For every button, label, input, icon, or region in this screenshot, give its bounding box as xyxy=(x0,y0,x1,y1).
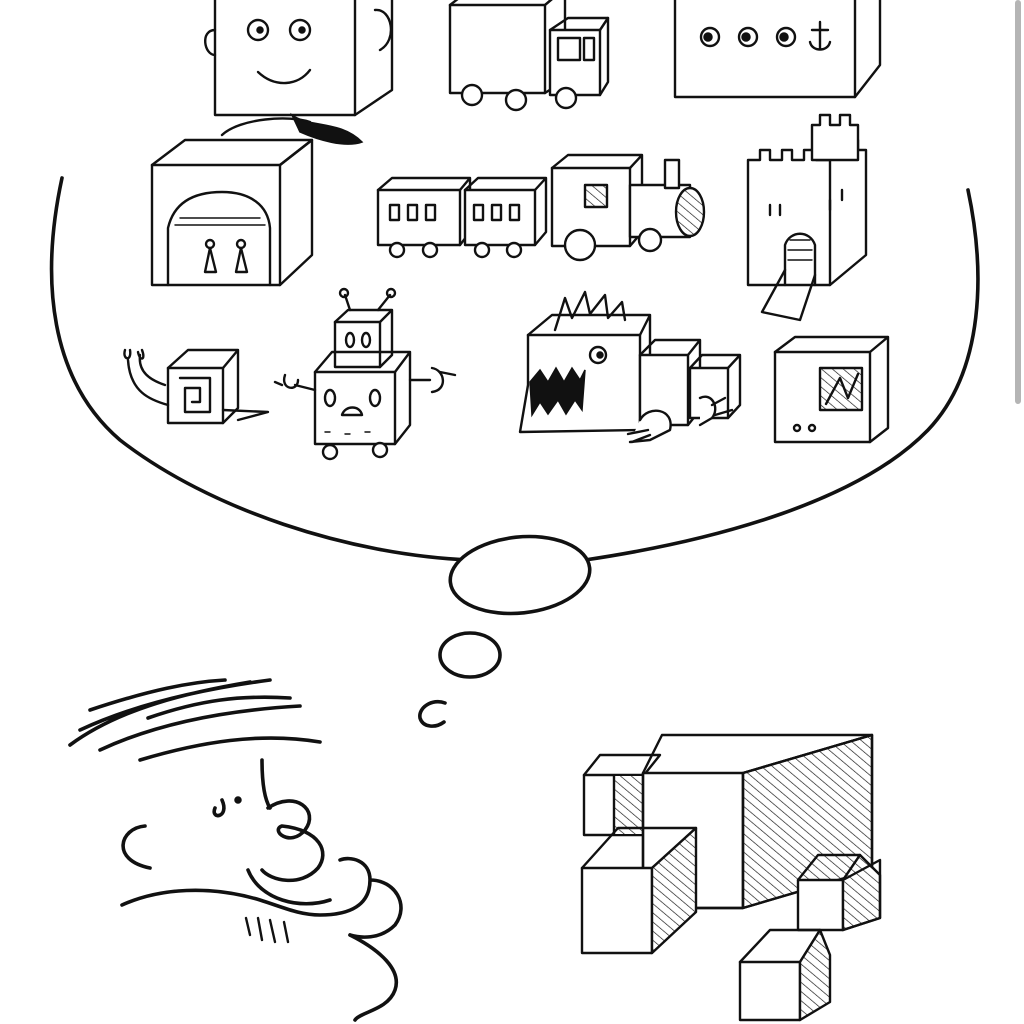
castle xyxy=(748,115,866,320)
thinking-face xyxy=(70,680,401,1020)
stack-of-cardboard-boxes xyxy=(582,735,880,1020)
box-head-face xyxy=(205,0,392,144)
robot xyxy=(275,289,455,459)
delivery-truck xyxy=(450,0,608,110)
television-box xyxy=(775,337,888,442)
thought-bubble xyxy=(52,178,978,726)
thought-bubble-large xyxy=(446,530,593,620)
thought-bubble-small xyxy=(420,702,445,726)
thought-bubble-medium xyxy=(440,633,500,677)
box-monster xyxy=(520,292,740,442)
vertical-scrollbar[interactable] xyxy=(1010,0,1024,1024)
porthole-box xyxy=(675,0,880,97)
scroll-thumb[interactable] xyxy=(1015,0,1021,404)
train xyxy=(378,155,704,260)
snail-box xyxy=(124,350,268,423)
fireplace-box xyxy=(152,140,312,285)
